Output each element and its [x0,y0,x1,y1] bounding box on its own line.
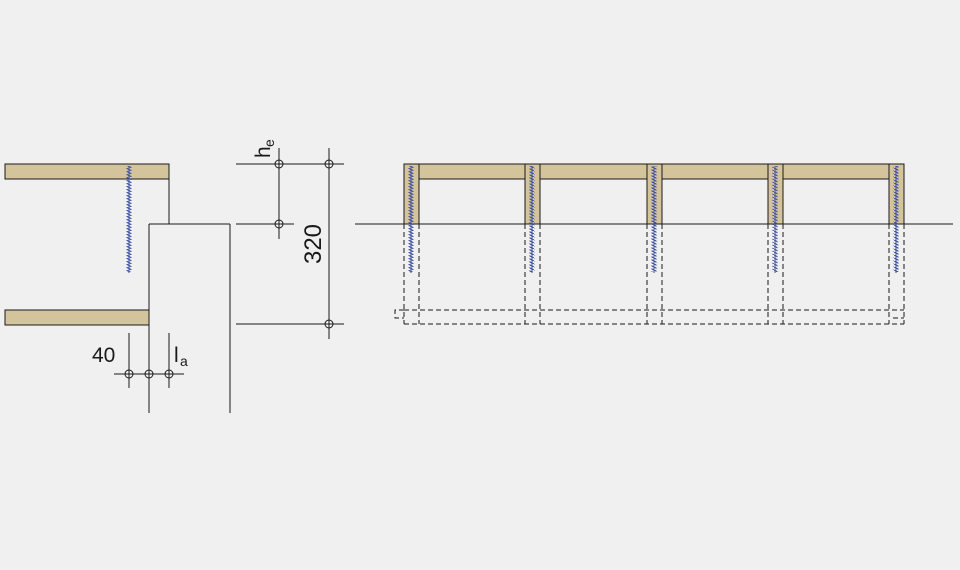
dimension-chain-horizontal [114,333,184,388]
dim-label-la: l a [174,344,188,369]
dim-label-320: 320 [300,224,327,264]
upper-wood-board [4,163,170,180]
lower-wood-board [4,309,150,326]
svg-text:l: l [174,344,179,367]
elevation-screw [772,166,778,273]
elevation-screw [651,166,657,273]
dimension-chain-vertical [236,148,344,339]
elevation-screw [529,166,535,273]
elevation-view [355,163,953,325]
elevation-screw [893,166,899,273]
svg-text:h: h [252,146,275,158]
svg-text:a: a [180,353,188,369]
section-screw [126,166,132,273]
section-detail: 40 l a h e 320 [4,139,344,413]
svg-text:e: e [261,139,277,147]
concrete-outline [148,179,231,413]
elevation-screw [408,166,414,273]
hidden-board-end [394,309,404,319]
dim-label-he: h e [252,139,277,158]
dim-label-40: 40 [92,344,115,367]
